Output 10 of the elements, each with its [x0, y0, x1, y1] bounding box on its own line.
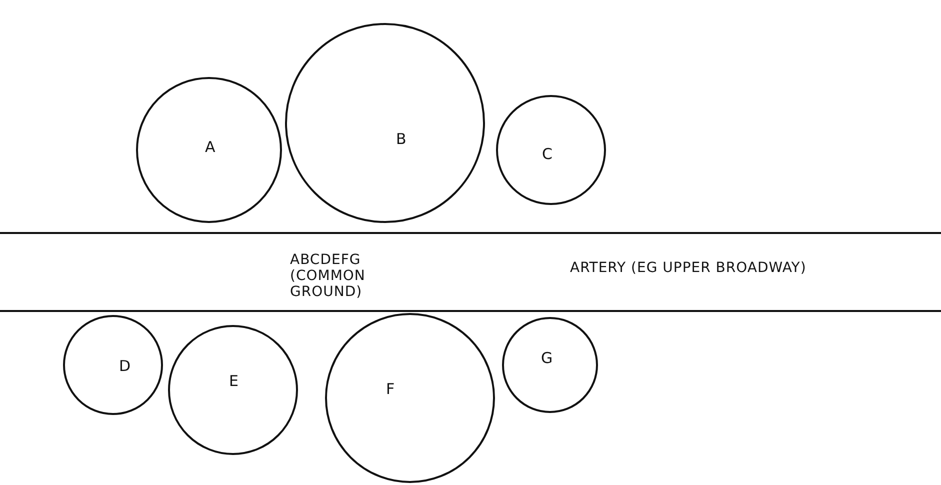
circle-label: C [542, 145, 552, 163]
circle-label: F [386, 380, 395, 398]
street-label: ARTERY (EG UPPER BROADWAY) [570, 260, 808, 276]
circle-label: G [541, 349, 553, 367]
street-band [0, 232, 941, 312]
circle-label: E [229, 372, 238, 390]
circle-label: B [396, 130, 406, 148]
circle-label: A [205, 138, 216, 156]
band-label: ABCDEFG (COMMON GROUND) [290, 252, 366, 300]
circle-label: D [119, 357, 131, 375]
